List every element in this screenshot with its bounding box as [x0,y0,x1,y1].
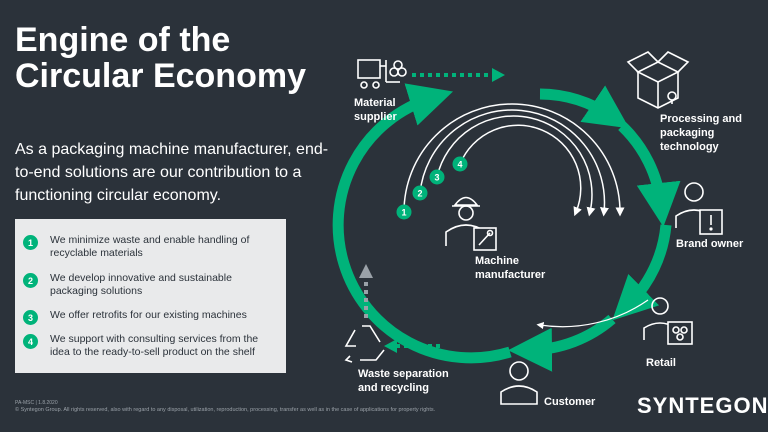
svg-text:2: 2 [417,189,422,199]
inner-arc-4 [459,124,582,217]
forklift-icon [357,59,407,89]
package-box-icon [626,51,690,109]
customer-icon [500,361,538,405]
inner-badge-4: 4 [452,156,468,172]
list-item: 1 We minimize waste and enable handling … [23,234,278,260]
cycle-arrow-retail-to-customer [508,314,616,372]
list-item-text: We support with consulting services from… [50,333,259,358]
list-item-text: We offer retrofits for our existing mach… [50,309,247,321]
inner-arc-1 [403,103,625,217]
dotted-arrow-recycle-up [359,264,373,318]
inner-badge-3: 3 [429,169,445,185]
inner-arc-3 [436,115,596,217]
label-retail: Retail [646,357,676,369]
cycle-arrow-customer-to-supplier [332,83,512,364]
engineer-icon [445,196,497,251]
footer-id: PA-MSC | 1.8.2020 [15,400,58,406]
list-item: 3 We offer retrofits for our existing ma… [23,309,278,325]
syntegon-logo: SYNTEGON [637,393,768,418]
dotted-arrow-waste [384,339,440,353]
number-badge: 3 [23,310,38,325]
inner-arc-2 [419,109,609,217]
inner-badge-1: 1 [396,204,412,220]
retrofit-arrow [536,299,649,330]
svg-text:4: 4 [457,160,462,170]
subtitle: As a packaging machine manufacturer, end… [15,141,329,204]
list-item-text: We minimize waste and enable handling of… [50,234,250,259]
list-item-text: We develop innovative and sustainable pa… [50,272,232,297]
list-item: 2 We develop innovative and sustainable … [23,272,278,298]
dotted-arrow-supplier [412,68,505,82]
label-brand-owner: Brand owner [676,238,744,250]
number-badge: 4 [23,334,38,349]
inner-badge-2: 2 [412,185,428,201]
contributions-list: 1 We minimize waste and enable handling … [15,219,286,373]
number-badge: 1 [23,235,38,250]
cycle-arrow-brand-to-retail [612,224,672,321]
number-badge: 2 [23,273,38,288]
label-customer: Customer [544,396,596,408]
svg-text:1: 1 [401,208,406,218]
list-item: 4 We support with consulting services fr… [23,333,278,359]
recycle-icon [344,325,385,363]
brand-owner-icon [675,182,723,235]
footer-copyright: © Syntegon Group. All rights reserved, a… [15,407,436,413]
svg-text:3: 3 [434,173,439,183]
cycle-arrow-processing-to-brand [618,122,681,227]
cycle-arrow-supplier-to-processing [539,85,630,129]
page-title: Engine of the Circular Economy [15,21,306,95]
retail-icon [643,297,693,345]
